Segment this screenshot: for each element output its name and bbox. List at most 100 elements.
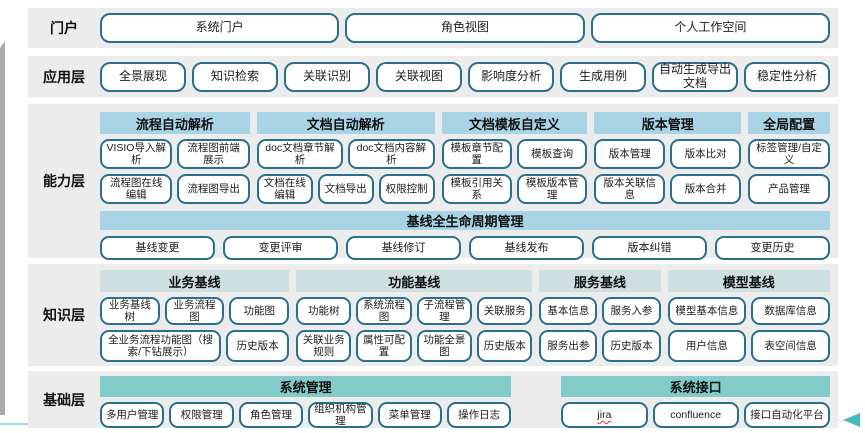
pill-button[interactable]: VISIO导入解析 [100,139,173,170]
pill-button[interactable]: 历史版本 [226,330,290,362]
pill-button[interactable]: 知识检索 [192,61,278,92]
pill-button[interactable]: 基线修订 [346,236,461,261]
pill-button[interactable]: 角色视图 [345,13,585,43]
band-knowledge: 知识层 业务基线 业务基线树业务流程图功能图 全业务流程功能图（搜索/下钻展示）… [28,264,838,366]
pill-button[interactable]: 操作日志 [446,402,512,428]
bottom-left-line [0,423,37,425]
pill-button[interactable]: 稳定性分析 [744,61,830,92]
group-version-mgmt: 版本管理 版本管理版本比对 版本关联信息版本合并 [594,112,742,205]
pill-button[interactable]: 产品管理 [748,174,831,205]
group-header: 流程自动解析 [100,112,250,134]
pill-button[interactable]: 模板引用关系 [441,174,512,205]
pill-button[interactable]: 个人工作空间 [590,13,830,43]
button-row: 用户信息表空间信息 [667,330,831,362]
pill-button[interactable]: 版本关联信息 [594,174,666,205]
pill-button[interactable]: 模板章节配置 [441,139,512,170]
pill-button[interactable]: 权限控制 [378,174,435,205]
pill-button[interactable]: 关联识别 [284,61,370,92]
pill-button[interactable]: 文档导出 [317,174,374,205]
pill-button[interactable]: 组织机构管理 [308,402,373,428]
button-row: 模型基本信息数据库信息 [667,297,831,325]
pill-button[interactable]: 关联视图 [376,61,462,92]
portal-button-row: 系统门户角色视图个人工作空间 [100,13,838,43]
pill-button[interactable]: 自动生成导出文档 [652,61,738,92]
pill-button[interactable]: 服务入参 [602,297,661,325]
pill-button[interactable]: 生成用例 [560,61,646,92]
group-header: 文档模板自定义 [441,112,588,134]
pill-button[interactable]: 版本管理 [594,139,666,170]
pill-button[interactable]: 角色管理 [238,402,304,428]
button-row: 产品管理 [748,174,831,205]
pill-button[interactable]: 关联业务规则 [296,330,352,362]
pill-button[interactable]: 模板查询 [516,139,588,170]
pill-button[interactable]: 系统流程图 [356,297,412,325]
pill-button[interactable]: 数据库信息 [751,297,831,325]
pill-button[interactable]: 流程图前端展示 [177,139,250,170]
pill-button[interactable]: 模型基本信息 [667,297,747,325]
pill-button[interactable]: jira [561,402,648,428]
knowledge-groups: 业务基线 业务基线树业务流程图功能图 全业务流程功能图（搜索/下钻展示）历史版本… [100,270,831,362]
pill-button[interactable]: 基线变更 [100,236,215,261]
capability-content: 流程自动解析 VISIO导入解析流程图前端展示 流程图在线编辑流程图导出 文档自… [100,104,838,261]
pill-button[interactable]: 系统门户 [100,13,340,43]
pill-button[interactable]: 表空间信息 [751,330,831,362]
pill-button[interactable]: 子流程管理 [416,297,473,325]
base-content: 系统管理 多用户管理权限管理角色管理组织机构管理菜单管理操作日志 系统接口 ji… [100,371,838,428]
pill-button[interactable]: 功能树 [296,297,352,325]
pill-button[interactable]: 基本信息 [539,297,598,325]
pill-button[interactable]: 多用户管理 [100,402,165,428]
button-row: 版本关联信息版本合并 [594,174,742,205]
band-application: 应用层 全景展现知识检索关联识别关联视图影响度分析生成用例自动生成导出文档稳定性… [28,56,838,97]
pill-button[interactable]: 接口自动化平台 [743,402,831,428]
layer-label-base: 基础层 [43,391,85,408]
button-row: 全业务流程功能图（搜索/下钻展示）历史版本 [100,330,290,362]
pill-button[interactable]: 影响度分析 [468,61,554,92]
knowledge-content: 业务基线 业务基线树业务流程图功能图 全业务流程功能图（搜索/下钻展示）历史版本… [100,264,838,366]
pill-button[interactable]: 权限管理 [169,402,234,428]
layer-label-capability: 能力层 [43,173,85,189]
pill-button[interactable]: 全景展现 [100,61,186,92]
pill-button[interactable]: 业务流程图 [164,297,225,325]
pill-button[interactable]: 全业务流程功能图（搜索/下钻展示） [100,330,222,362]
group-header: 业务基线 [100,270,290,292]
pill-button[interactable]: doc文档内容解析 [348,139,435,170]
pill-button[interactable]: 变更历史 [715,236,830,261]
button-row: 流程图在线编辑流程图导出 [100,174,250,205]
capability-groups: 流程自动解析 VISIO导入解析流程图前端展示 流程图在线编辑流程图导出 文档自… [100,112,831,205]
group-process-parsing: 流程自动解析 VISIO导入解析流程图前端展示 流程图在线编辑流程图导出 [100,112,250,205]
pill-button[interactable]: 关联服务 [477,297,533,325]
pill-button[interactable]: 功能全景图 [416,330,473,362]
pill-button[interactable]: 模板版本管理 [516,174,588,205]
pill-button[interactable]: 文档在线编辑 [256,174,313,205]
band-capability: 能力层 流程自动解析 VISIO导入解析流程图前端展示 流程图在线编辑流程图导出… [28,104,838,261]
pill-button[interactable]: 版本比对 [670,139,742,170]
pill-button[interactable]: 服务出参 [539,330,598,362]
pill-button[interactable]: 功能图 [229,297,290,325]
pill-button[interactable]: doc文档章节解析 [256,139,344,170]
pill-button[interactable]: 流程图导出 [177,174,250,205]
pill-button[interactable]: confluence [652,402,739,428]
group-function-baseline: 功能基线 功能树系统流程图子流程管理关联服务 关联业务规则属性可配置功能全景图历… [296,270,533,362]
group-header: 文档自动解析 [256,112,435,134]
button-row: 功能树系统流程图子流程管理关联服务 [296,297,533,325]
group-system-mgmt: 系统管理 多用户管理权限管理角色管理组织机构管理菜单管理操作日志 [100,376,512,428]
group-header: 服务基线 [539,270,661,292]
pill-button[interactable]: 版本纠错 [592,236,707,261]
pill-button[interactable]: 业务基线树 [100,297,160,325]
pill-button[interactable]: 历史版本 [602,330,661,362]
pill-button[interactable]: 菜单管理 [377,402,442,428]
pill-button[interactable]: 变更评审 [223,236,338,261]
group-service-baseline: 服务基线 基本信息服务入参 服务出参历史版本 [539,270,661,362]
group-header: 版本管理 [594,112,742,134]
pill-button[interactable]: 历史版本 [477,330,533,362]
pill-button[interactable]: 流程图在线编辑 [100,174,173,205]
pill-button[interactable]: 版本合并 [670,174,742,205]
pill-button[interactable]: 基线发布 [469,236,584,261]
button-row: 文档在线编辑文档导出权限控制 [256,174,435,205]
pill-button[interactable]: 属性可配置 [356,330,412,362]
pill-button[interactable]: 用户信息 [667,330,747,362]
pill-button[interactable]: 标签管理/自定义 [748,139,831,170]
